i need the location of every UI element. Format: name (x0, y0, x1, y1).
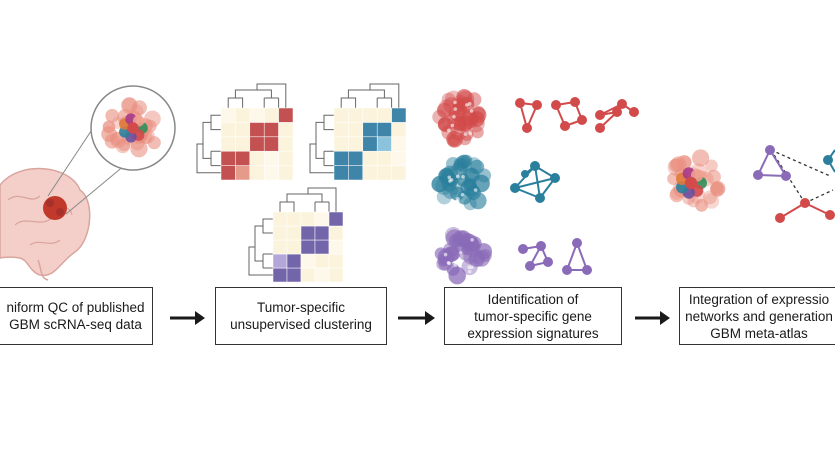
step-4-line-1: Integration of expressio (688, 291, 830, 307)
gene-network-blue-icon (510, 161, 560, 203)
step-2-line-1: Tumor-specific (256, 300, 345, 315)
zoom-line-lower (65, 164, 126, 215)
arrow-icon-3 (635, 311, 670, 325)
cell-cluster-purple-icon (434, 226, 493, 285)
tumor-icon (43, 196, 67, 220)
step-3-line-2: tumor-specific gene (474, 308, 592, 324)
step-box-meta-atlas: Integration of expressio networks and ge… (679, 287, 835, 345)
cell-cluster-red-icon (432, 88, 487, 148)
meta-atlas-network-icon (753, 145, 835, 223)
tumor-magnifier-icon (90, 85, 176, 171)
step-3-line-3: expression signatures (467, 325, 599, 341)
step-4-line-3: GBM meta-atlas (710, 325, 808, 341)
heatmap-purple-icon (248, 187, 344, 283)
meta-atlas-cluster-icon (667, 149, 726, 212)
step-1-line-2: GBM scRNA-seq data (9, 317, 142, 332)
gene-network-red-icon (515, 97, 639, 133)
step-1-line-1: niform QC of published (6, 300, 145, 315)
step-2-line-2: unsupervised clustering (230, 317, 372, 332)
step-3-line-1: Identification of (487, 291, 579, 307)
heatmap-blue-icon (309, 83, 407, 181)
step-box-qc: niform QC of published GBM scRNA-seq dat… (0, 287, 153, 345)
step-box-signatures: Identification of tumor-specific gene ex… (444, 287, 622, 345)
step-box-clustering: Tumor-specific unsupervised clustering (215, 287, 387, 345)
heatmap-red-icon (196, 83, 294, 181)
cell-cluster-blue-icon (431, 154, 492, 211)
step-4-line-2: networks and generation (685, 308, 833, 324)
brain-icon (0, 167, 91, 281)
arrow-icon-2 (398, 311, 435, 325)
arrow-icon-1 (170, 311, 205, 325)
gene-network-purple-icon (518, 238, 592, 275)
